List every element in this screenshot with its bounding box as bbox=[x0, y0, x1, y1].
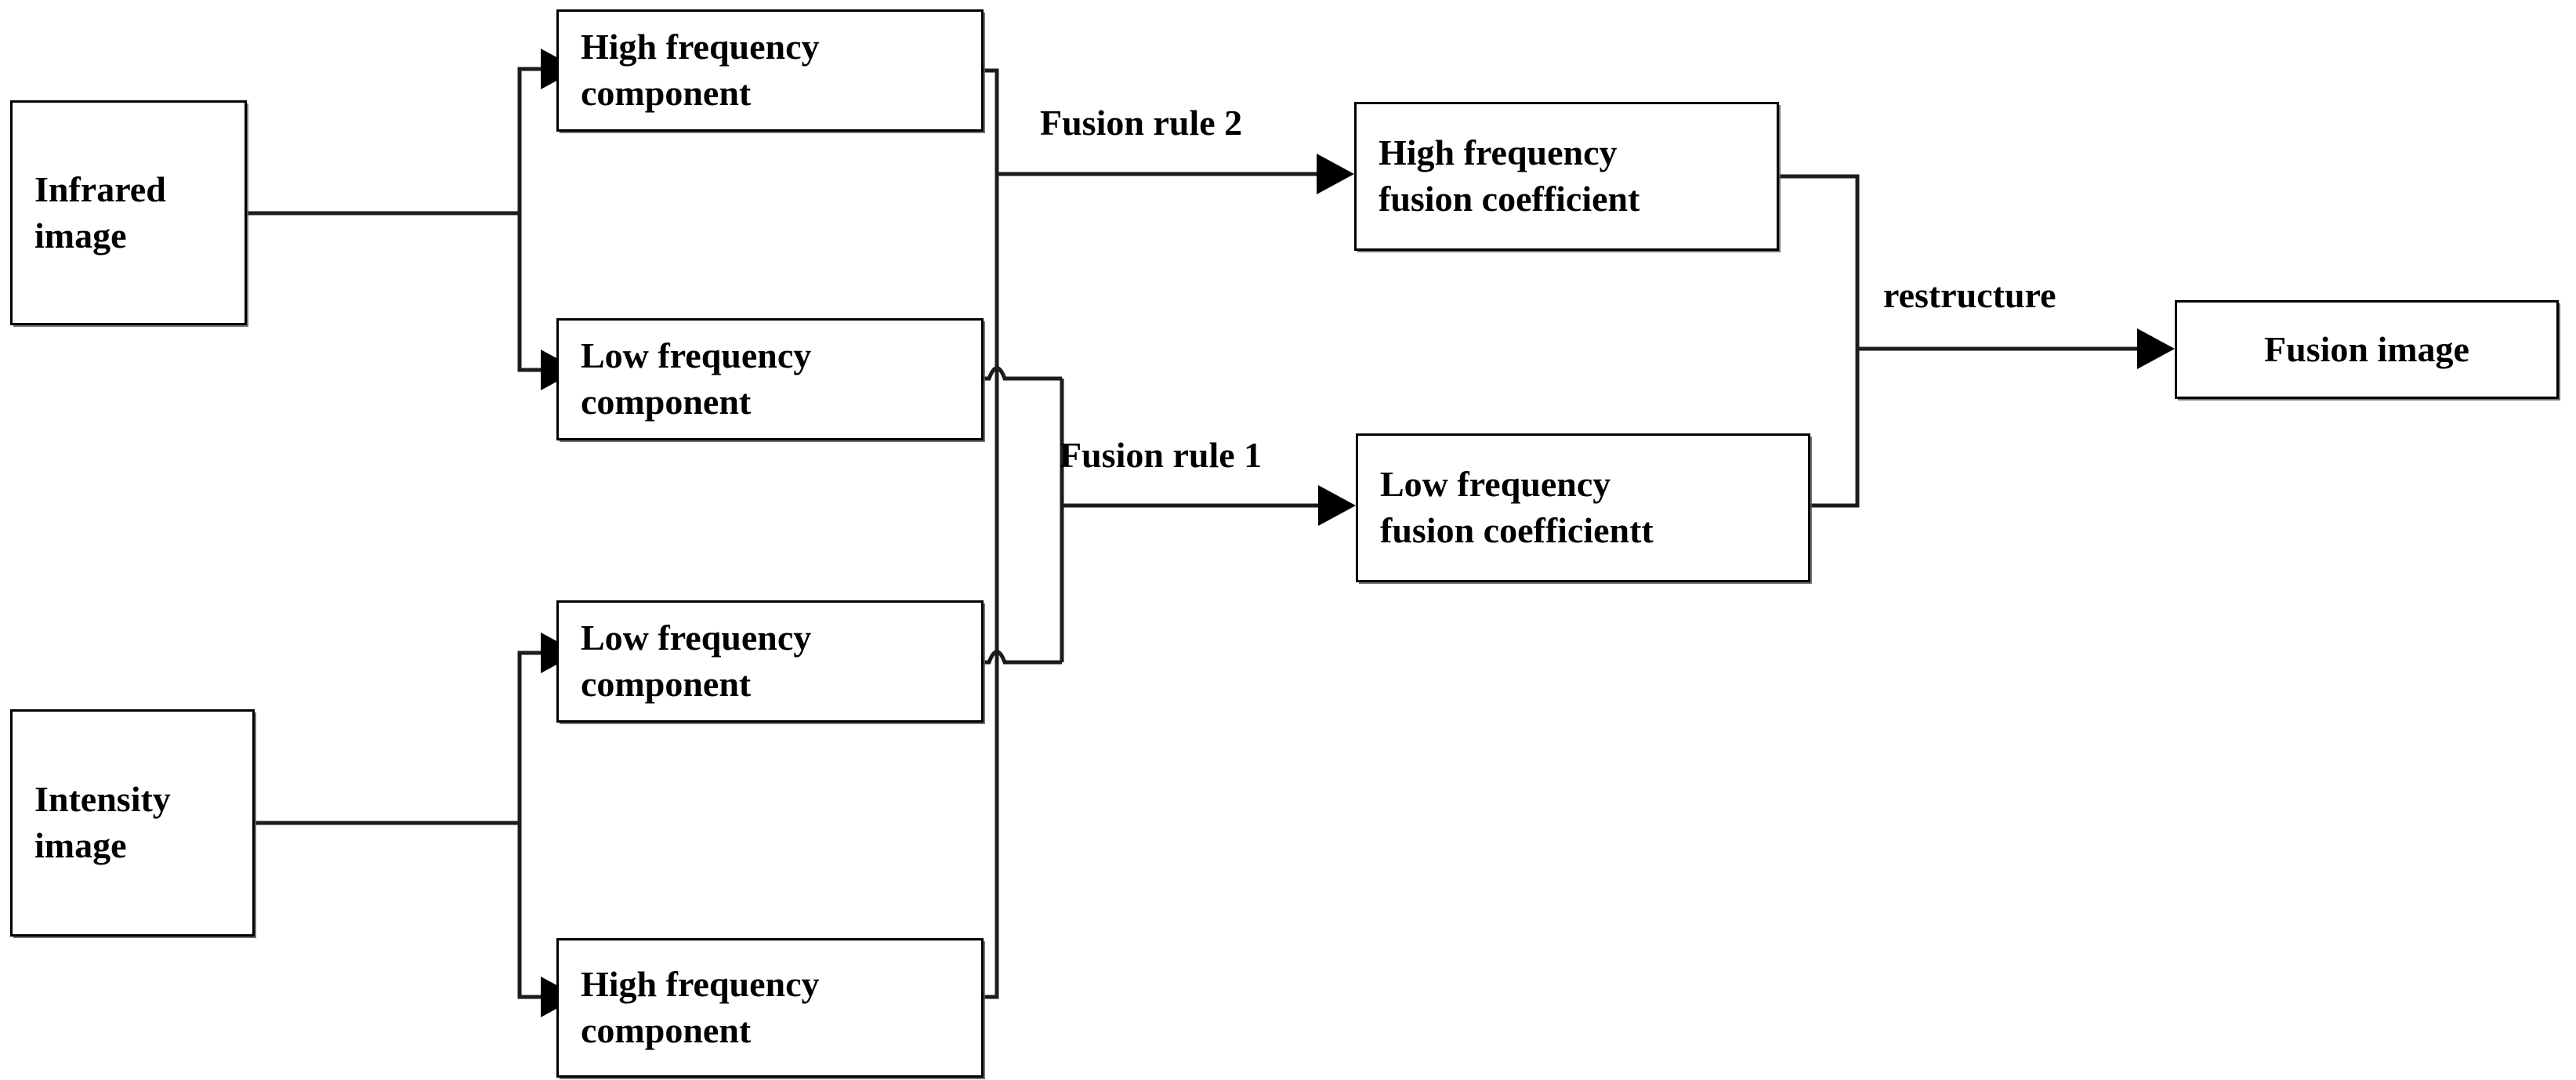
wire-intensity-to-highfreq bbox=[517, 823, 541, 999]
arrowhead-fusion-rule-1 bbox=[1318, 485, 1356, 526]
wire-highcoeff-to-merge bbox=[1779, 174, 1860, 349]
node-intensity-low-frequency-component-label: Low frequency component bbox=[581, 618, 812, 704]
wire-highfreq-bus bbox=[984, 68, 999, 999]
node-low-frequency-fusion-coefficient-label: Low frequency fusion coefficientt bbox=[1380, 464, 1654, 550]
wire-infrared-split bbox=[247, 67, 541, 216]
node-infrared-high-frequency-component[interactable]: High frequency component bbox=[556, 9, 984, 132]
node-infrared-low-frequency-component-label: Low frequency component bbox=[581, 335, 812, 422]
node-intensity-high-frequency-component-label: High frequency component bbox=[581, 964, 820, 1050]
arrowhead-restructure bbox=[2137, 328, 2175, 369]
wire-intensity-split bbox=[255, 651, 541, 825]
node-intensity-image-label: Intensity image bbox=[34, 779, 171, 865]
wire-infrared-to-lowfreq bbox=[517, 213, 541, 372]
edge-label-restructure: restructure bbox=[1883, 275, 2056, 315]
node-intensity-image[interactable]: Intensity image bbox=[10, 709, 255, 937]
node-infrared-high-frequency-component-label: High frequency component bbox=[581, 27, 820, 113]
node-intensity-low-frequency-component[interactable]: Low frequency component bbox=[556, 600, 984, 723]
node-intensity-high-frequency-component[interactable]: High frequency component bbox=[556, 938, 984, 1078]
wire-lowcoeff-to-merge bbox=[1810, 349, 1860, 508]
arrowhead-fusion-rule-2 bbox=[1317, 154, 1354, 194]
edge-label-fusion-rule-2: Fusion rule 2 bbox=[1040, 103, 1243, 143]
node-fusion-image[interactable]: Fusion image bbox=[2175, 300, 2559, 399]
node-high-frequency-fusion-coefficient-label: High frequency fusion coefficient bbox=[1379, 132, 1640, 219]
node-fusion-image-label: Fusion image bbox=[2264, 328, 2469, 369]
node-infrared-image[interactable]: Infrared image bbox=[10, 100, 247, 325]
node-low-frequency-fusion-coefficient[interactable]: Low frequency fusion coefficientt bbox=[1356, 433, 1810, 582]
node-infrared-low-frequency-component[interactable]: Low frequency component bbox=[556, 318, 984, 440]
node-high-frequency-fusion-coefficient[interactable]: High frequency fusion coefficient bbox=[1354, 102, 1779, 251]
edge-label-fusion-rule-1: Fusion rule 1 bbox=[1060, 435, 1263, 475]
wire-lowfreq-bottom-branch bbox=[984, 650, 1062, 665]
wire-lowfreq-top-branch bbox=[984, 366, 1062, 381]
node-infrared-image-label: Infrared image bbox=[34, 169, 166, 256]
